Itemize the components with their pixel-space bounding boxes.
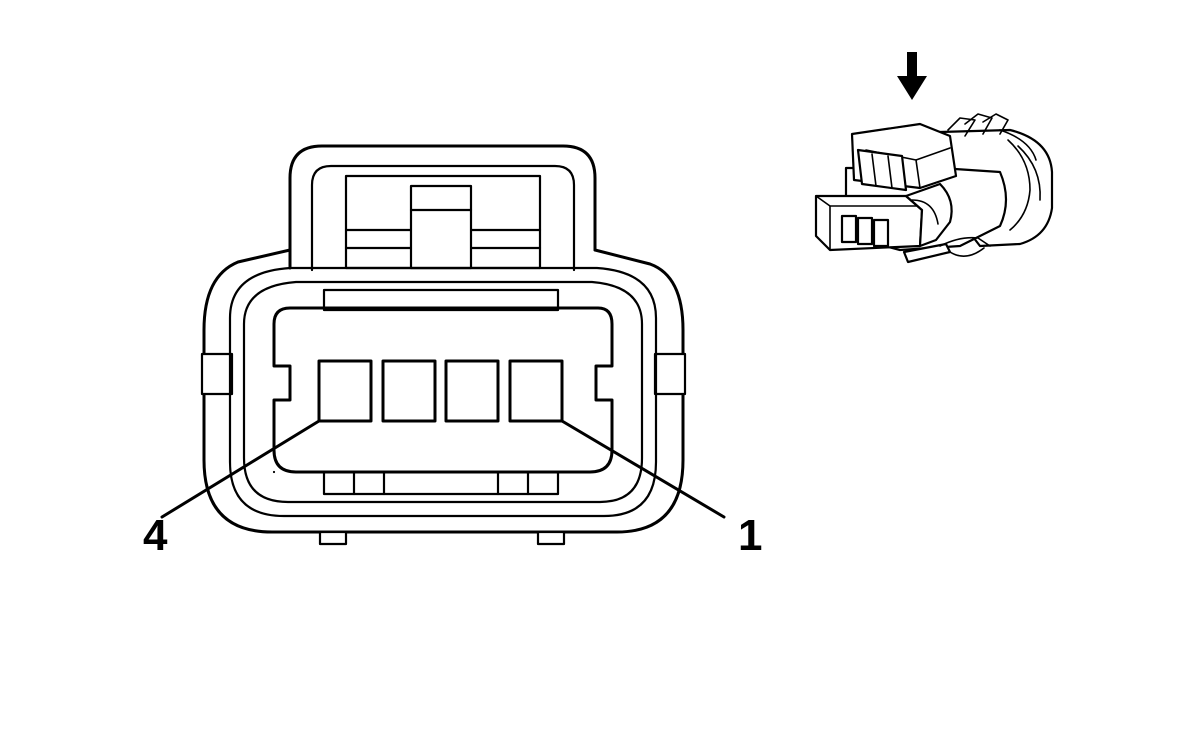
body-ring-1 — [228, 266, 658, 518]
iso-cavity-3 — [872, 218, 890, 248]
latch-tab — [409, 184, 473, 270]
terminal-pin-4 — [317, 359, 373, 423]
foot-right — [536, 530, 566, 546]
pin-label-1: 1 — [738, 511, 762, 560]
terminal-pin-3 — [381, 359, 437, 423]
iso-side-clip — [904, 182, 953, 248]
view-direction-arrow-icon — [897, 52, 927, 100]
latch-housing-outer — [288, 144, 597, 270]
iso-cavity-1 — [840, 214, 858, 244]
pin-label-4: 4 — [143, 511, 168, 560]
left-side-rib — [200, 352, 234, 396]
body-ring-2 — [242, 280, 644, 504]
cavity-frame — [322, 288, 560, 312]
terminal-pin-2 — [444, 359, 500, 423]
foot-left — [318, 530, 348, 546]
terminal-pin-1 — [508, 359, 564, 423]
connector-body-outer — [202, 248, 685, 534]
iso-cavity-2 — [856, 216, 874, 246]
connector-front-view: 4 1 — [143, 144, 762, 560]
leader-line-pin-4 — [160, 419, 321, 519]
connector-isometric-view — [814, 52, 1054, 264]
latch-housing-inner — [310, 164, 576, 272]
terminal-cavity — [272, 306, 614, 474]
leader-line-pin-1 — [560, 419, 726, 519]
right-side-rib — [653, 352, 687, 396]
iso-latch-tab — [856, 148, 908, 192]
